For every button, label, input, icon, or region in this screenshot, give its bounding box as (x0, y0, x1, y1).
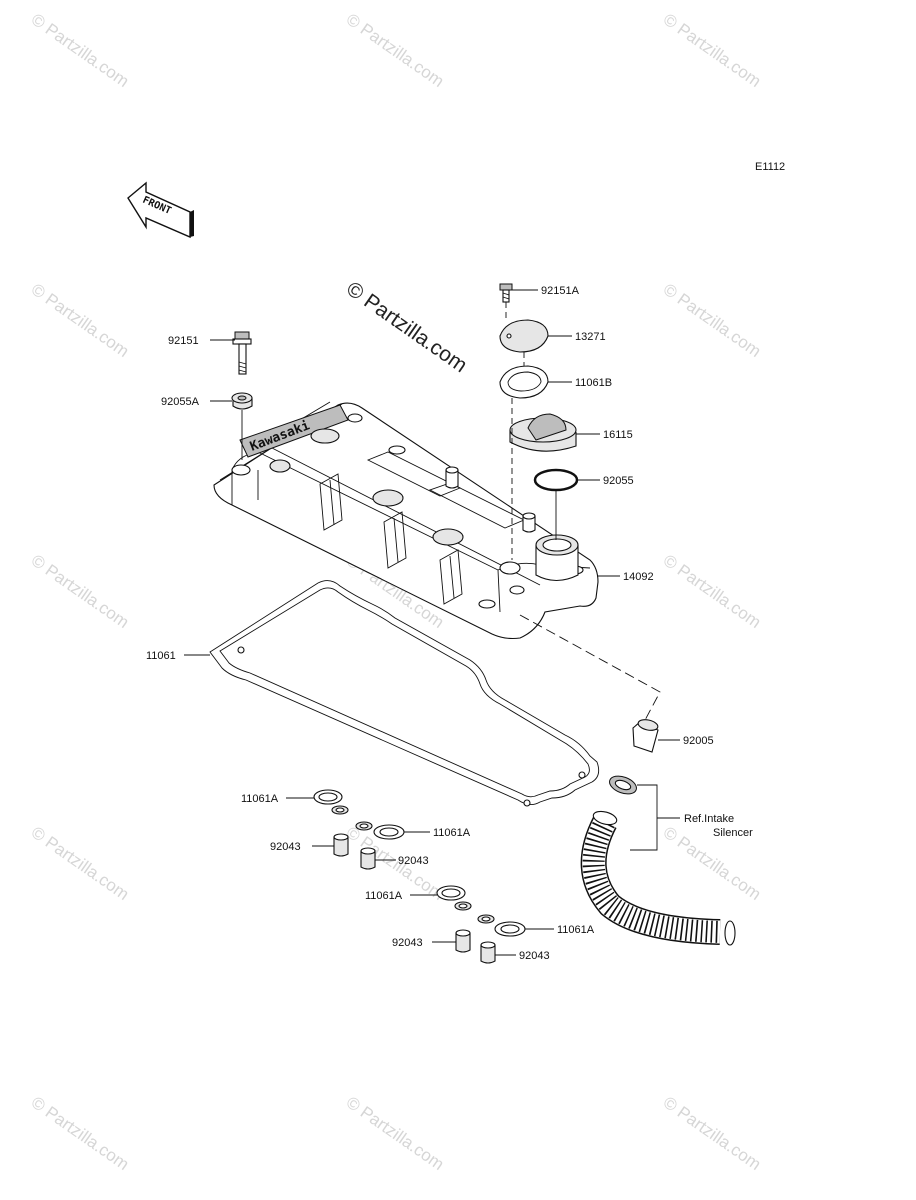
part-label[interactable]: 92055 (603, 475, 634, 487)
watermark: © Partzilla.com (28, 551, 133, 632)
grommet-92055a (231, 392, 253, 410)
front-arrow-icon: FRONT (127, 181, 194, 239)
ref-note-line2: Silencer (713, 827, 753, 839)
part-labels: 92151A 13271 11061B 16115 92055 14092 92… (146, 285, 753, 962)
part-label[interactable]: 16115 (603, 429, 633, 441)
watermark: © Partzilla.com (28, 280, 133, 361)
seal-set (313, 789, 526, 964)
watermark: © Partzilla.com (28, 10, 133, 91)
watermark: © Partzilla.com (343, 10, 448, 91)
part-label[interactable]: 14092 (623, 571, 654, 583)
watermark-layer: © Partzilla.com © Partzilla.com © Partzi… (28, 10, 765, 1174)
diagram-code: E1112 (755, 161, 785, 173)
part-label[interactable]: 92043 (270, 841, 301, 853)
watermark: © Partzilla.com (660, 280, 765, 361)
part-label[interactable]: 11061 (146, 650, 176, 662)
ref-note-line1: Ref.Intake (684, 813, 734, 825)
leader-lines (184, 289, 680, 956)
breather-hose (580, 810, 736, 946)
part-label[interactable]: 13271 (575, 331, 606, 343)
part-label[interactable]: 11061B (575, 377, 612, 389)
oil-cap-16115 (509, 413, 577, 452)
watermark-center: © Partzilla.com (342, 277, 471, 377)
watermark: © Partzilla.com (343, 1093, 448, 1174)
part-label[interactable]: 92005 (683, 735, 714, 747)
gasket-11061 (209, 580, 600, 807)
part-label[interactable]: 92055A (161, 396, 200, 408)
part-label[interactable]: 92043 (398, 855, 429, 867)
part-label[interactable]: 11061A (433, 827, 471, 839)
fitting-92005 (632, 719, 659, 753)
part-label[interactable]: 11061A (365, 890, 403, 902)
part-label[interactable]: 92043 (519, 950, 550, 962)
part-label[interactable]: 92043 (392, 937, 423, 949)
watermark: © Partzilla.com (660, 10, 765, 91)
o-ring-92055 (533, 468, 579, 492)
watermark: © Partzilla.com (28, 1093, 133, 1174)
screw-92151a (499, 283, 513, 303)
watermark: © Partzilla.com (660, 1093, 765, 1174)
part-label[interactable]: 11061A (241, 793, 279, 805)
part-label[interactable]: 92151A (541, 285, 580, 297)
hose-clamp (609, 775, 637, 795)
part-label[interactable]: 11061A (557, 924, 595, 936)
watermark: © Partzilla.com (660, 551, 765, 632)
watermark: © Partzilla.com (28, 823, 133, 904)
part-label[interactable]: 92151 (168, 335, 199, 347)
bolt-92151 (232, 331, 252, 375)
